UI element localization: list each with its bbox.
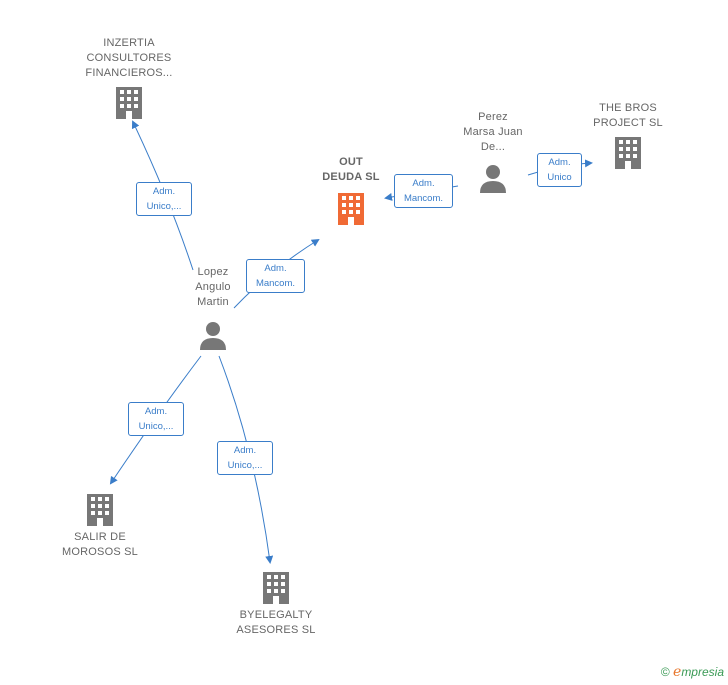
node-byelegalty[interactable]: BYELEGALTY ASESORES SL (221, 570, 331, 638)
node-out-deuda[interactable]: OUT DEUDA SL (306, 155, 396, 225)
edge-label-lopez-inzertia[interactable]: Adm. Unico,... (136, 182, 192, 216)
node-the-bros[interactable]: THE BROS PROJECT SL (583, 101, 673, 169)
edge-label-lopez-bye[interactable]: Adm. Unico,... (217, 441, 273, 475)
node-inzertia[interactable]: INZERTIA CONSULTORES FINANCIEROS... (69, 36, 189, 119)
building-icon (116, 87, 142, 119)
building-icon (615, 137, 641, 169)
brand-logo-text: mpresia (681, 665, 724, 679)
person-icon (200, 322, 226, 350)
node-lopez[interactable]: Lopez Angulo Martin (168, 265, 258, 352)
node-label: Perez Marsa Juan De... (463, 111, 523, 153)
node-label: INZERTIA CONSULTORES FINANCIEROS... (85, 37, 173, 79)
edge-label-perez-bros[interactable]: Adm. Unico (537, 153, 582, 187)
edge-label-perez-out[interactable]: Adm. Mancom. (394, 174, 453, 208)
brand-logo-e: e (673, 664, 682, 680)
node-salir[interactable]: SALIR DE MOROSOS SL (50, 492, 150, 560)
node-label: OUT DEUDA SL (322, 156, 380, 183)
building-icon (87, 494, 113, 526)
edge-label-lopez-salir[interactable]: Adm. Unico,... (128, 402, 184, 436)
node-label: SALIR DE MOROSOS SL (62, 531, 138, 558)
building-icon (263, 572, 289, 604)
building-icon (338, 193, 364, 225)
node-label: Lopez Angulo Martin (195, 266, 231, 308)
node-perez[interactable]: Perez Marsa Juan De... (448, 110, 538, 195)
node-label: THE BROS PROJECT SL (593, 102, 663, 129)
copyright-footer: © empresia (661, 664, 724, 680)
copyright-symbol: © (660, 665, 670, 679)
edge-label-lopez-out[interactable]: Adm. Mancom. (246, 259, 305, 293)
person-icon (480, 165, 506, 193)
node-label: BYELEGALTY ASESORES SL (236, 609, 316, 636)
